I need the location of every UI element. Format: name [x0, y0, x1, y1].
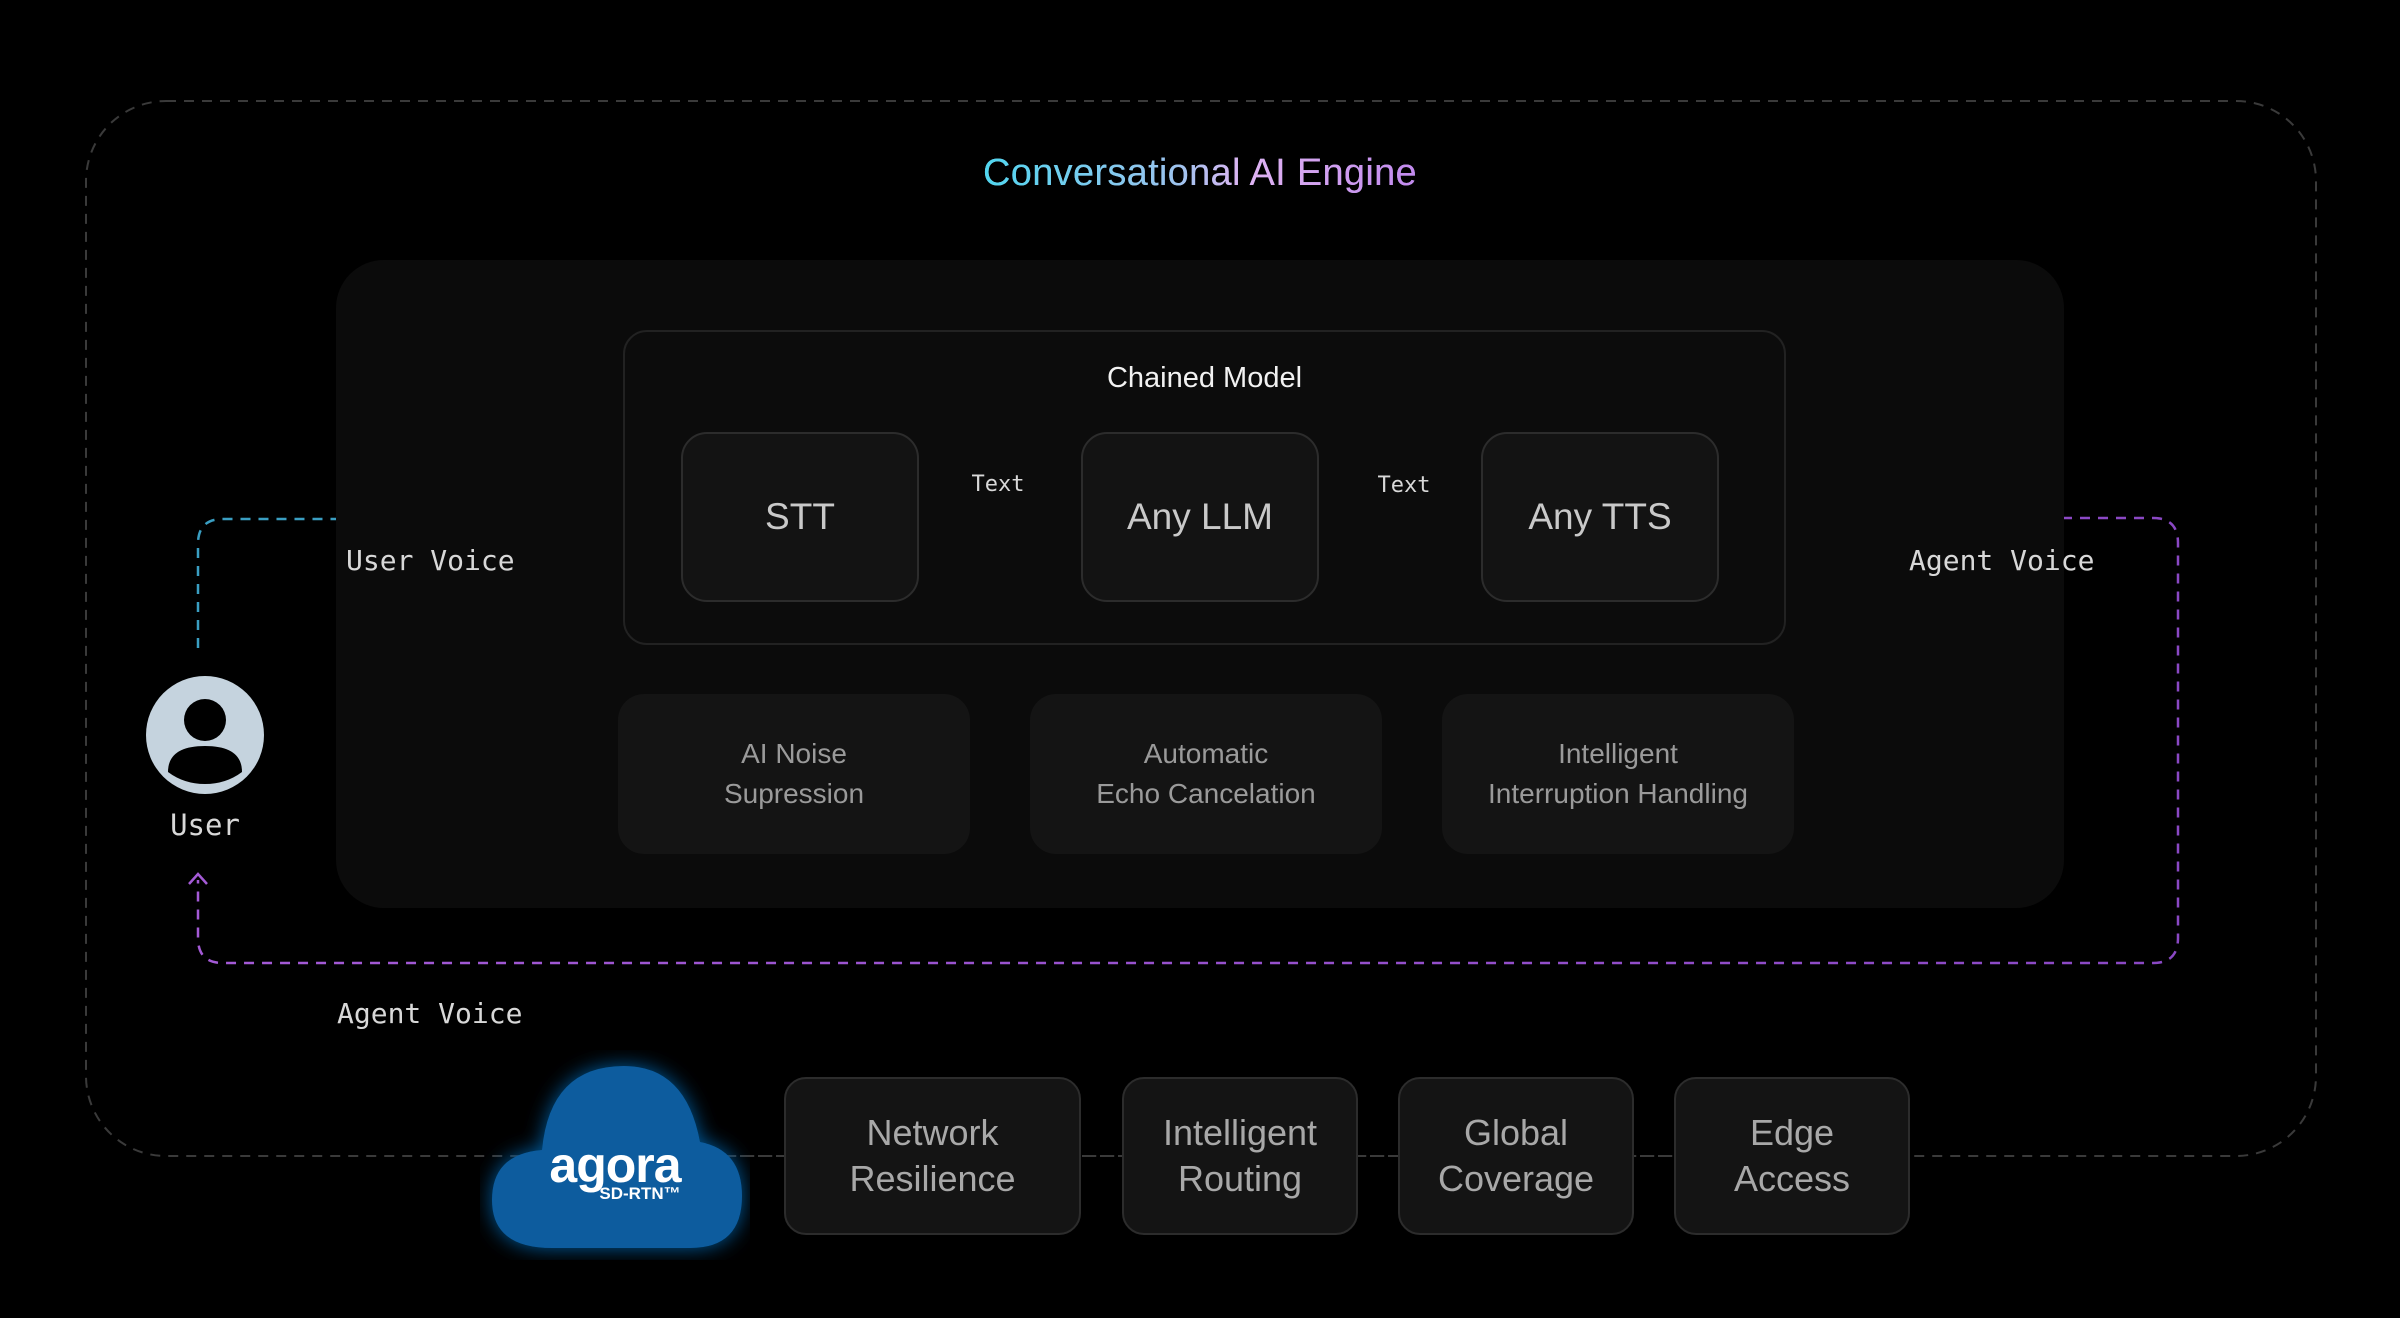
diagram-title: Conversational AI Engine — [0, 152, 2400, 195]
feature-line: Automatic — [1143, 738, 1269, 769]
feature-line: Echo Cancelation — [1096, 778, 1316, 809]
feature-line: Intelligent — [1558, 738, 1678, 769]
feature-interruption-handling: Intelligent Interruption Handling — [1442, 694, 1794, 854]
user-voice-path — [196, 517, 652, 648]
capability-intelligent-routing: Intelligent Routing — [1122, 1077, 1358, 1235]
capability-line: Edge — [1749, 1112, 1835, 1153]
capability-line: Access — [1733, 1158, 1851, 1199]
agora-logo-text: agora — [549, 1137, 681, 1193]
capability-global-coverage: Global Coverage — [1398, 1077, 1634, 1235]
feature-line: Supression — [723, 778, 865, 809]
tts-block: Any TTS — [1481, 432, 1719, 602]
capability-line: Network — [866, 1112, 999, 1153]
agent-voice-arrowhead — [188, 872, 208, 885]
llm-label: Any LLM — [1126, 496, 1273, 537]
feature-noise-suppression: AI Noise Supression — [618, 694, 970, 854]
agent-voice-path — [196, 516, 2180, 965]
stt-label: STT — [765, 496, 835, 537]
agora-cloud-logo — [492, 1066, 742, 1248]
text-link-label-1: Text — [971, 472, 1025, 497]
capability-line: Intelligent — [1162, 1112, 1318, 1153]
agora-logo-subtext: SD-RTN™ — [599, 1184, 681, 1203]
user-avatar-icon — [146, 676, 264, 794]
user-label: User — [170, 808, 240, 842]
llm-block: Any LLM — [1081, 432, 1319, 602]
stt-block: STT — [681, 432, 919, 602]
capability-line: Coverage — [1437, 1158, 1595, 1199]
capability-edge-access: Edge Access — [1674, 1077, 1910, 1235]
user-voice-label: User Voice — [346, 544, 515, 577]
text-link-label-2: Text — [1377, 473, 1431, 498]
tts-label: Any TTS — [1528, 496, 1672, 537]
chained-model-title: Chained Model — [1106, 362, 1303, 394]
agent-voice-label-bottom: Agent Voice — [337, 997, 523, 1030]
feature-echo-cancelation: Automatic Echo Cancelation — [1030, 694, 1382, 854]
capability-line: Routing — [1177, 1158, 1303, 1199]
capability-line: Global — [1463, 1112, 1569, 1153]
agent-voice-label-right: Agent Voice — [1909, 544, 2095, 577]
feature-line: AI Noise — [741, 738, 847, 769]
capability-line: Resilience — [849, 1158, 1016, 1199]
capability-network-resilience: Network Resilience — [784, 1077, 1081, 1235]
feature-line: Interruption Handling — [1488, 778, 1748, 809]
